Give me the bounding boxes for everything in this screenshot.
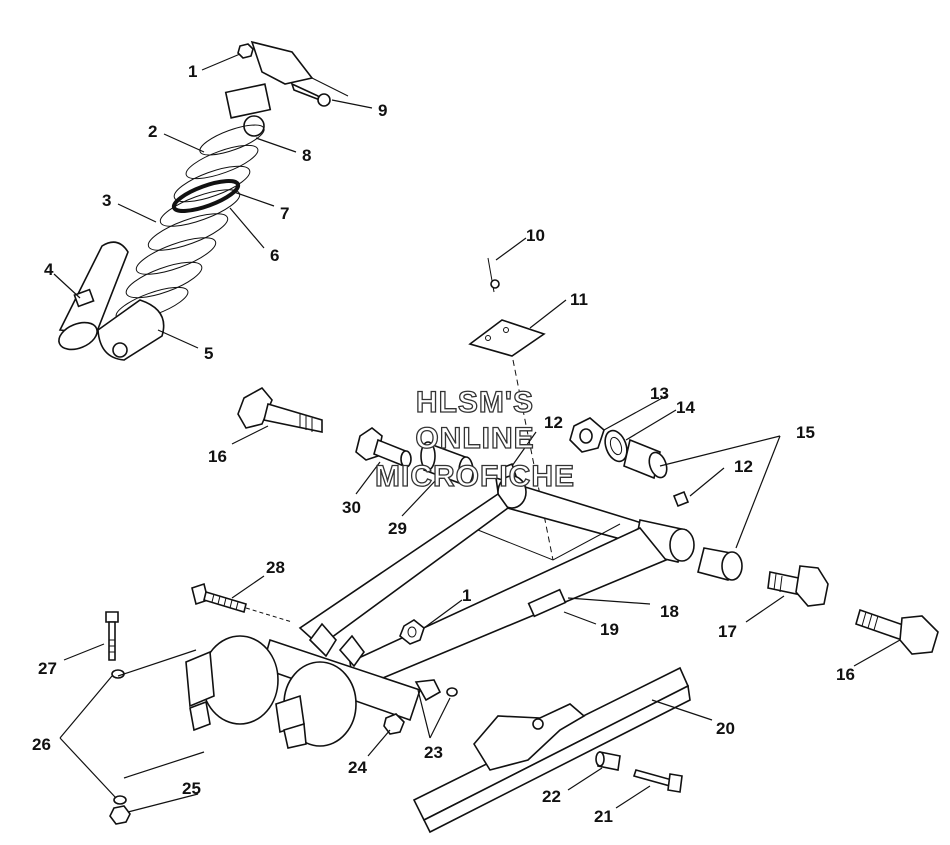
callout-26: 26	[32, 735, 51, 754]
callout-16-left: 16	[208, 447, 227, 466]
nut-25	[109, 805, 131, 825]
plate-11-hole-b	[503, 327, 509, 333]
watermark-line-2: ONLINE	[415, 422, 534, 455]
washer-14-hole	[609, 436, 623, 456]
shock-lower-body	[97, 299, 165, 361]
callout-8: 8	[302, 146, 311, 165]
callout-24: 24	[348, 758, 367, 777]
callout-22: 22	[542, 787, 561, 806]
plate-11	[468, 319, 546, 357]
reservoir-cap	[58, 321, 98, 351]
bushing-15-upper	[623, 438, 668, 480]
washer-26-lower	[113, 795, 127, 805]
bolt-28	[191, 582, 293, 623]
slide-rail-20	[412, 666, 691, 834]
bolt-16-right	[855, 608, 939, 655]
leader-lines	[53, 53, 901, 813]
callout-6: 6	[270, 246, 279, 265]
callout-18: 18	[660, 602, 679, 621]
nut-1-center	[399, 619, 425, 645]
plate-11-hole-a	[485, 335, 491, 341]
washer-23	[446, 687, 458, 697]
shock-absorber-assembly	[58, 40, 349, 361]
grease-fitting-12-right	[672, 490, 690, 508]
callout-14: 14	[676, 398, 695, 417]
callout-20: 20	[716, 719, 735, 738]
plate-11-centerline	[512, 359, 554, 561]
nut-1-center-hole	[407, 626, 417, 638]
shock-lower-eye	[112, 342, 128, 358]
callout-2: 2	[148, 122, 157, 141]
callout-29: 29	[388, 519, 407, 538]
nut-24	[383, 713, 405, 735]
watermark: HLSM'S ONLINE MICROFICHE	[374, 385, 575, 493]
callout-23: 23	[424, 743, 443, 762]
callout-21: 21	[594, 807, 613, 826]
nut-13-hole	[579, 428, 593, 444]
bolt-9-shaft	[290, 82, 322, 102]
callout-labels: 1 2 3 4 5 6 7 8 9 10 11 12 12 13 14 15 1…	[32, 62, 855, 826]
callout-1-top: 1	[188, 62, 197, 81]
nut-1-top	[237, 43, 254, 59]
bushing-29	[420, 441, 474, 486]
callout-17: 17	[718, 622, 737, 641]
bolt-21	[632, 769, 683, 793]
callout-11: 11	[570, 290, 588, 309]
reservoir-label	[73, 288, 95, 308]
callout-3: 3	[102, 191, 111, 210]
shock-reservoir	[58, 241, 129, 335]
clamp-ring-right	[275, 661, 357, 749]
shock-mount-bracket	[250, 40, 314, 85]
bolt-17	[767, 565, 829, 607]
bracket-edge	[311, 77, 349, 97]
callout-15: 15	[796, 423, 815, 442]
bracket-23	[414, 679, 442, 702]
callout-5: 5	[204, 344, 213, 363]
callout-13: 13	[650, 384, 669, 403]
pin-10	[487, 257, 500, 293]
watermark-line-3: MICROFICHE	[375, 460, 575, 493]
pin-22	[595, 751, 621, 771]
shock-spring	[115, 124, 265, 322]
callout-27: 27	[38, 659, 57, 678]
bolt-30	[355, 427, 412, 468]
callout-12-top: 12	[544, 413, 563, 432]
bolt-9-head	[317, 93, 331, 107]
watermark-line-1: HLSM'S	[416, 386, 534, 419]
callout-19: 19	[600, 620, 619, 639]
callout-4: 4	[44, 260, 54, 279]
bushing-15-lower	[697, 547, 743, 581]
callout-10: 10	[526, 226, 545, 245]
callout-16-right: 16	[836, 665, 855, 684]
callout-1-center: 1	[462, 586, 471, 605]
clamp-ring-left	[185, 635, 279, 732]
shock-upper-eye-plate	[224, 83, 272, 119]
callout-28: 28	[266, 558, 285, 577]
washer-14	[604, 429, 628, 463]
bolt-16-left	[237, 386, 323, 433]
callout-30: 30	[342, 498, 361, 517]
spring-retainer-ring	[171, 179, 241, 213]
bolt-27	[105, 611, 119, 661]
callout-7: 7	[280, 204, 289, 223]
callout-25: 25	[182, 779, 201, 798]
callout-12-right: 12	[734, 457, 753, 476]
callout-9: 9	[378, 101, 387, 120]
